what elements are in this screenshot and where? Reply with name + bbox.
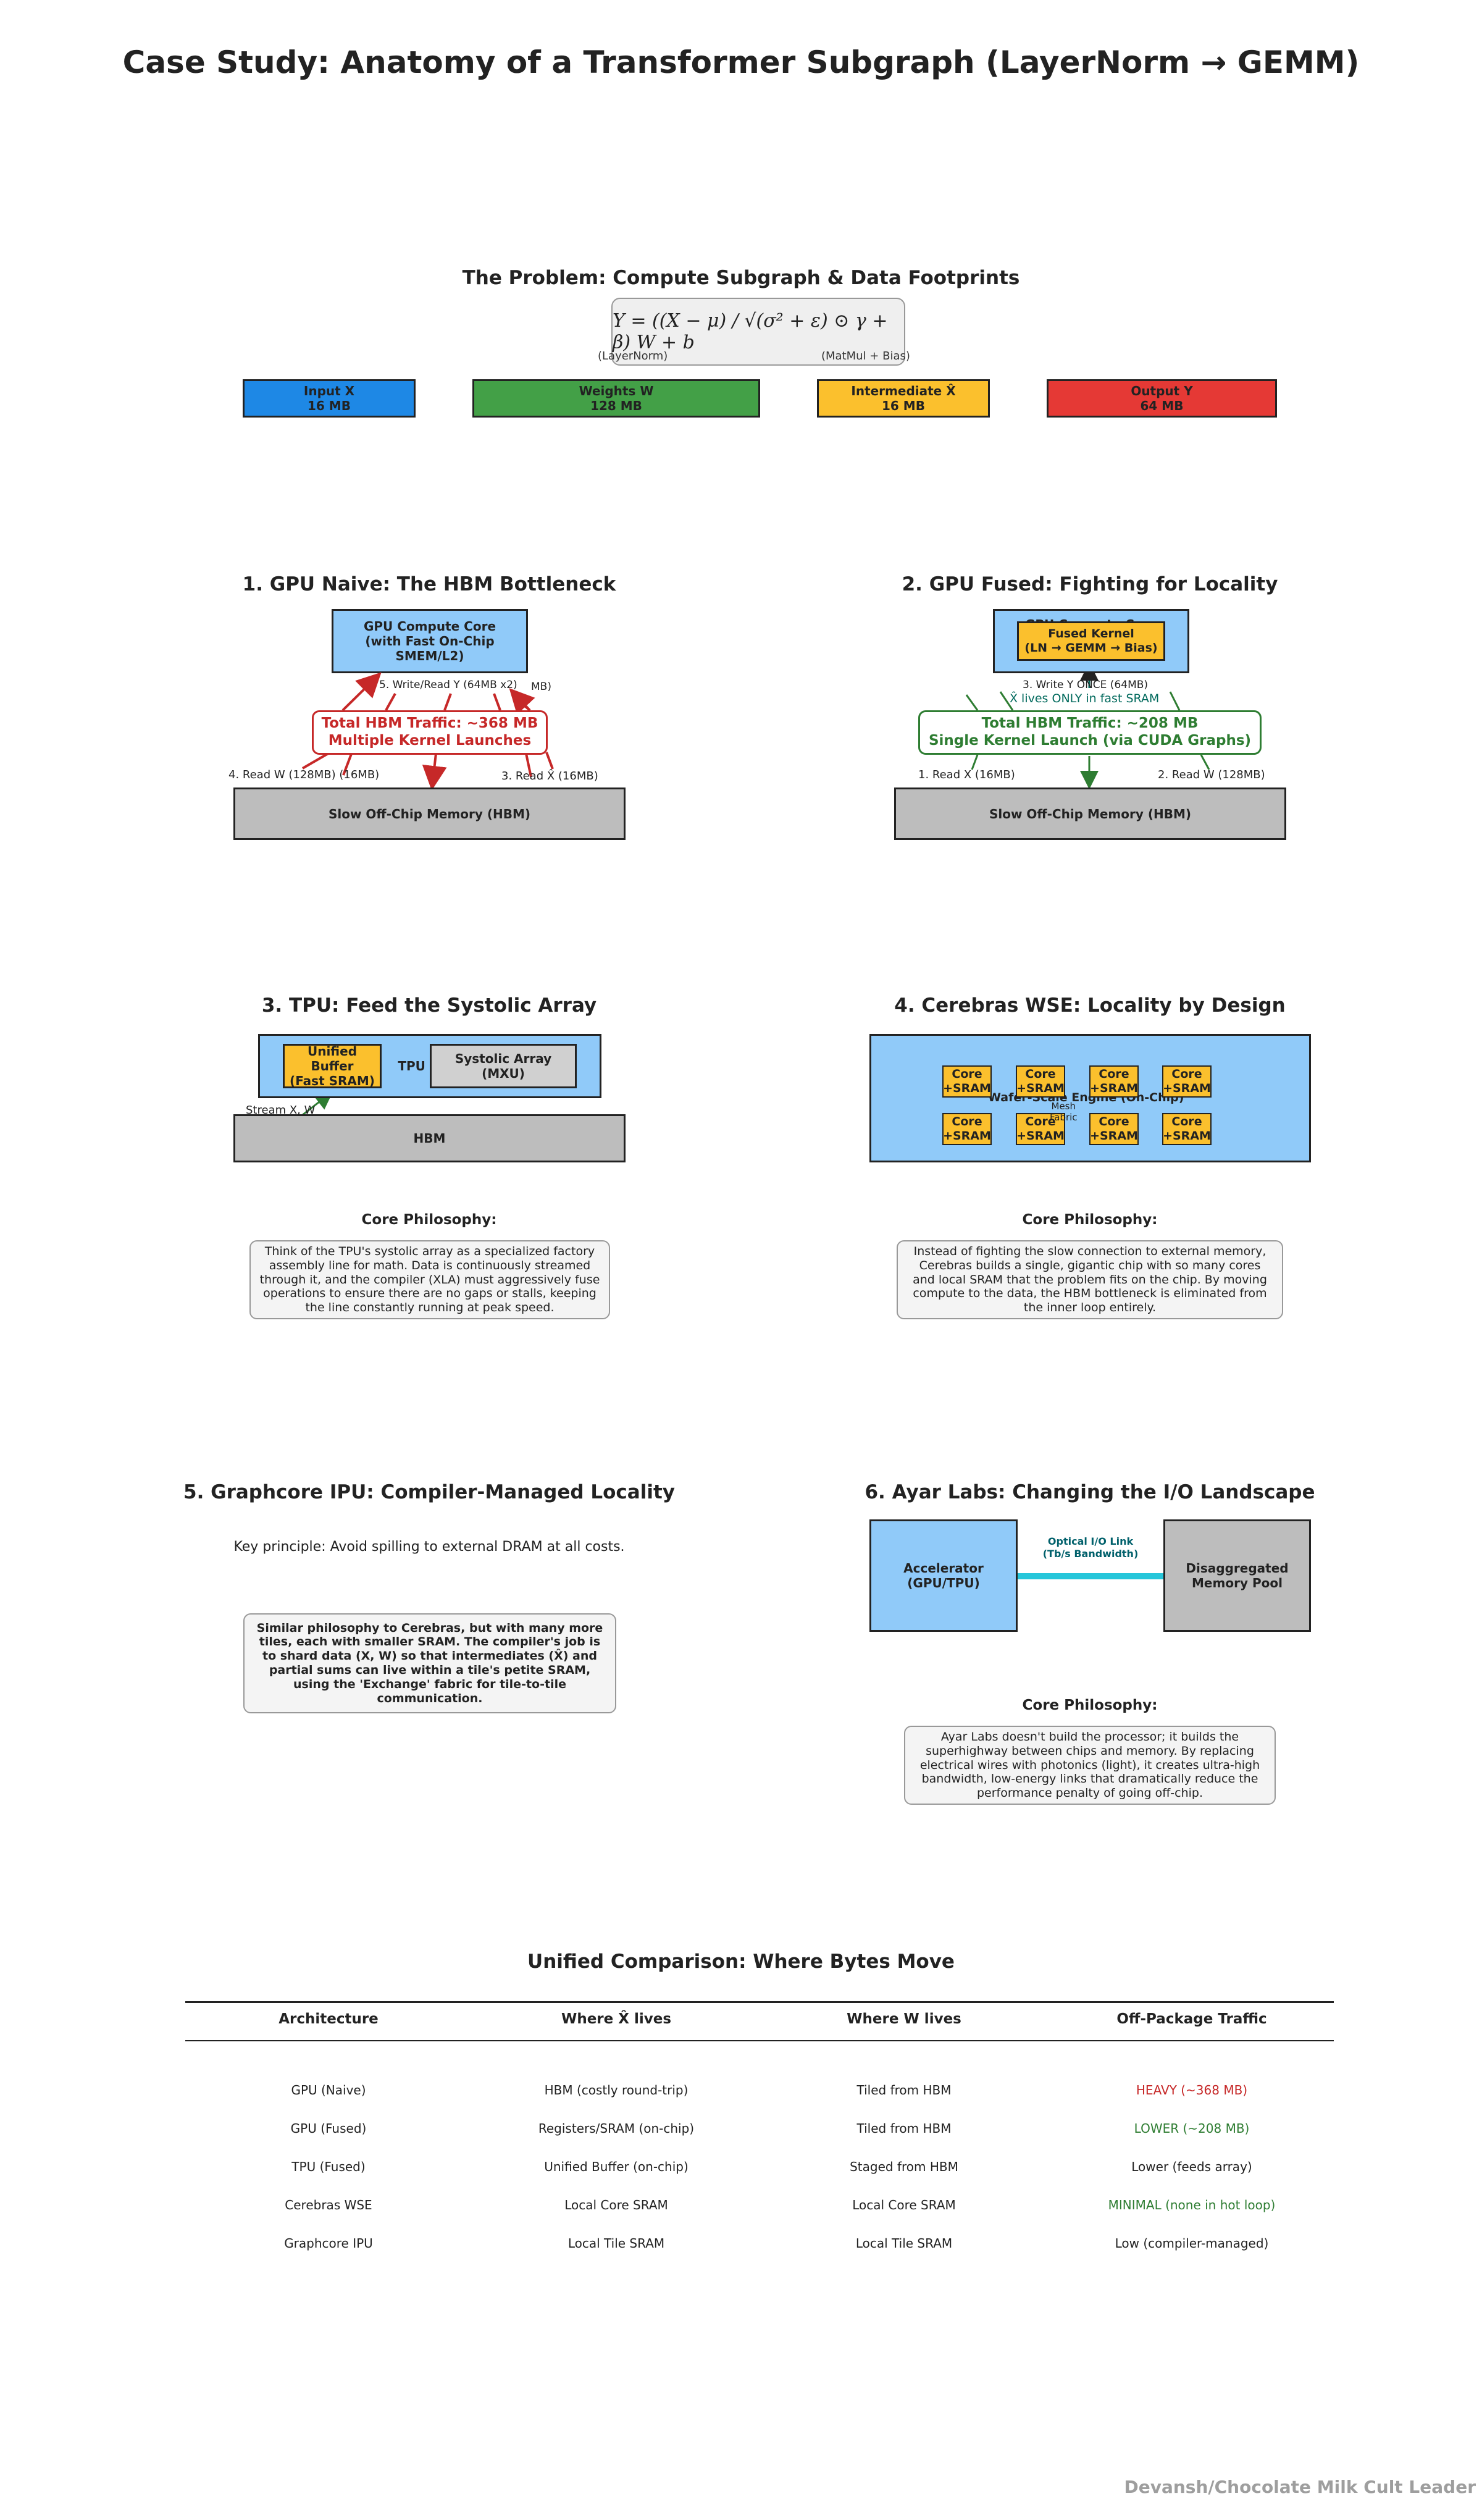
optical-link-label: Optical I/O Link (Tb/s Bandwidth) [1042,1535,1139,1560]
cell-xhat: Local Tile SRAM [567,2236,665,2251]
core-sram-4: Core +SRAM [1162,1065,1212,1098]
mesh-fabric-label: Mesh Fabric [1050,1101,1078,1123]
unified-buffer: Unified Buffer (Fast SRAM) [283,1044,382,1088]
cell-w: Tiled from HBM [856,2121,952,2136]
ayar-philosophy: Ayar Labs doesn't build the processor; i… [904,1726,1276,1805]
cell-arch: Cerebras WSE [285,2198,372,2212]
cell-xhat: Registers/SRAM (on-chip) [538,2121,695,2136]
cell-xhat: Local Core SRAM [564,2198,668,2212]
core-sram-8: Core +SRAM [1162,1113,1212,1145]
formula: Y = ((X − μ) / √(σ² + ε) ⊙ γ + β) W + b [613,310,888,353]
cell-arch: GPU (Fused) [290,2121,367,2136]
header-w: Where W lives [847,2011,961,2027]
xhat-sram-note: X̂ lives ONLY in fast SRAM [1010,692,1160,705]
core-sram-6: Core +SRAM [1016,1113,1065,1145]
cell-xhat: Unified Buffer (on-chip) [544,2159,689,2174]
problem-heading: The Problem: Compute Subgraph & Data Foo… [462,267,1020,289]
fused-kernel-box: Fused Kernel (LN → GEMM → Bias) [1017,621,1165,661]
formula-box: Y = ((X − μ) / √(σ² + ε) ⊙ γ + β) W + b [611,298,905,366]
cell-xhat: HBM (costly round-trip) [544,2083,689,2098]
watermark: Devansh/Chocolate Milk Cult Leader [1124,2477,1476,2497]
cell-arch: TPU (Fused) [291,2159,366,2174]
core-sram-7: Core +SRAM [1089,1113,1139,1145]
ayar-philosophy-title: Core Philosophy: [1022,1697,1158,1713]
table-top-rule [185,2001,1334,2003]
cell-w: Local Tile SRAM [855,2236,953,2251]
matmul-label: (MatMul + Bias) [821,350,910,363]
memory-pool-box: Disaggregated Memory Pool [1163,1519,1311,1632]
graphcore-heading: 5. Graphcore IPU: Compiler-Managed Local… [183,1481,675,1503]
gpu-naive-read-xhat-label: 3. Read X̂ (16MB) [501,770,598,783]
header-xhat: Where X̂ lives [561,2011,672,2027]
gpu-fused-read-x-label: 1. Read X (16MB) [918,768,1015,781]
gpu-naive-traffic: Total HBM Traffic: ~368 MB Multiple Kern… [312,710,548,755]
tpu-philosophy-title: Core Philosophy: [361,1212,497,1228]
cell-w: Tiled from HBM [856,2083,952,2098]
cerebras-philosophy: Instead of fighting the slow connection … [897,1240,1283,1319]
cerebras-philosophy-title: Core Philosophy: [1022,1212,1158,1228]
core-sram-2: Core +SRAM [1016,1065,1065,1098]
header-architecture: Architecture [278,2011,379,2027]
ayar-heading: 6. Ayar Labs: Changing the I/O Landscape [865,1481,1315,1503]
gpu-naive-read-w-label: 4. Read W (128MB) (16MB) [228,768,380,781]
accelerator-box: Accelerator (GPU/TPU) [869,1519,1018,1632]
cell-arch: Graphcore IPU [284,2236,373,2251]
comparison-heading: Unified Comparison: Where Bytes Move [527,1951,955,1973]
cell-w: Staged from HBM [850,2159,958,2174]
systolic-array: Systolic Array (MXU) [430,1044,577,1088]
cell-traffic: LOWER (~208 MB) [1134,2121,1250,2136]
header-traffic: Off-Package Traffic [1116,2011,1267,2027]
cell-arch: GPU (Naive) [291,2083,366,2098]
tensor-intermediate-xhat: Intermediate X̂16 MB [817,379,990,418]
tpu-heading: 3. TPU: Feed the Systolic Array [261,994,597,1017]
gpu-naive-heading: 1. GPU Naive: The HBM Bottleneck [242,573,616,595]
graphcore-note: Similar philosophy to Cerebras, but with… [243,1613,616,1713]
gpu-fused-write-y-label: 3. Write Y ONCE (64MB) [1023,679,1149,691]
tpu-philosophy: Think of the TPU's systolic array as a s… [249,1240,610,1319]
core-sram-1: Core +SRAM [942,1065,992,1098]
stream-label: Stream X, W [246,1104,316,1117]
cell-traffic: Low (compiler-managed) [1115,2236,1269,2251]
gpu-naive-core: GPU Compute Core (with Fast On-Chip SMEM… [332,609,528,673]
layernorm-label: (LayerNorm) [598,350,668,363]
page-title: Case Study: Anatomy of a Transformer Sub… [122,44,1360,80]
tpu-hbm: HBM [233,1114,626,1162]
table-header-rule [185,2040,1334,2041]
cell-traffic: HEAVY (~368 MB) [1136,2083,1248,2098]
gpu-fused-read-w-label: 2. Read W (128MB) [1158,768,1265,781]
gpu-naive-hbm: Slow Off-Chip Memory (HBM) [233,788,626,840]
core-sram-3: Core +SRAM [1089,1065,1139,1098]
gpu-naive-write-y-label: 5. Write/Read Y (64MB x2) [379,679,517,691]
gpu-fused-hbm: Slow Off-Chip Memory (HBM) [894,788,1286,840]
graphcore-principle: Key principle: Avoid spilling to externa… [233,1539,625,1555]
gpu-naive-mb-label: MB) [531,681,551,693]
core-sram-5: Core +SRAM [942,1113,992,1145]
gpu-fused-traffic: Total HBM Traffic: ~208 MB Single Kernel… [918,710,1262,755]
gpu-fused-heading: 2. GPU Fused: Fighting for Locality [902,573,1278,595]
cerebras-heading: 4. Cerebras WSE: Locality by Design [894,994,1286,1017]
cell-w: Local Core SRAM [852,2198,956,2212]
cell-traffic: Lower (feeds array) [1131,2159,1252,2174]
cell-traffic: MINIMAL (none in hot loop) [1108,2198,1276,2212]
